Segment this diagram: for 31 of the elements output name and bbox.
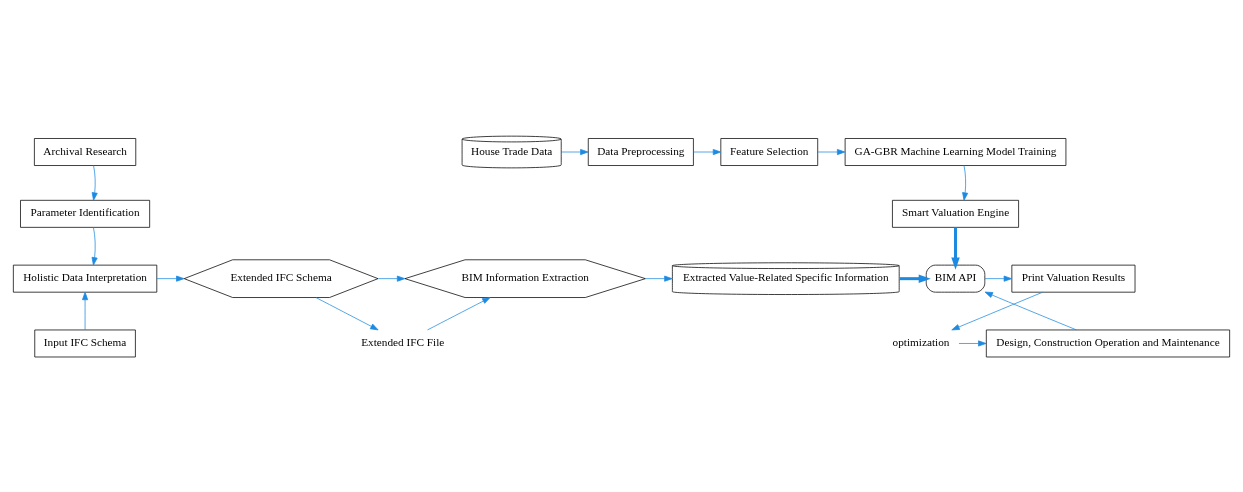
node-text: optimization <box>892 335 950 348</box>
arrow <box>377 275 406 282</box>
arrow <box>91 226 98 265</box>
arrow <box>951 226 960 270</box>
node-box: Smart Valuation Engine <box>892 199 1019 228</box>
node-box: Holistic Data Interpretation <box>12 264 158 293</box>
arrow <box>951 291 1043 330</box>
node-text: Extended IFC File <box>361 335 445 348</box>
arrow <box>645 275 673 282</box>
node-box: Feature Selection <box>720 137 819 166</box>
node-box: Print Valuation Results <box>1011 264 1136 293</box>
arrow <box>984 291 1077 330</box>
node-box: Input IFC Schema <box>34 329 136 357</box>
arrow <box>156 275 185 282</box>
arrow <box>693 148 722 155</box>
node-box: GA-GBR Machine Learning Model Training <box>844 137 1067 166</box>
arrow <box>817 148 846 155</box>
arrow <box>984 275 1012 282</box>
node-box: Archival Research <box>34 137 137 166</box>
node-box: BIM API <box>925 264 986 293</box>
arrow <box>427 296 491 330</box>
arrow <box>315 296 379 330</box>
arrow <box>82 291 89 330</box>
arrow <box>962 164 969 201</box>
node-box: Parameter Identification <box>20 199 151 228</box>
arrow <box>899 273 931 283</box>
node-box: Data Preprocessing <box>587 137 694 166</box>
arrow <box>91 164 98 201</box>
node-box: Design, Construction Operation and Maintenance <box>985 329 1231 357</box>
arrow <box>958 339 987 346</box>
arrow <box>561 148 589 155</box>
